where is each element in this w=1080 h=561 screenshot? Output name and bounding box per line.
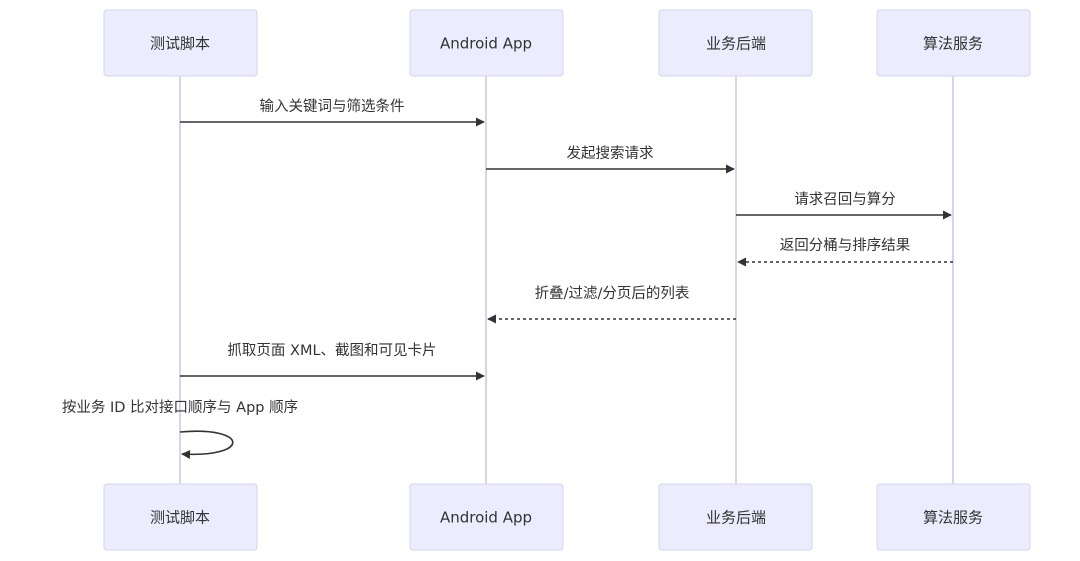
- message-5: 折叠/过滤/分页后的列表: [487, 285, 736, 324]
- actor-label: 业务后端: [706, 509, 766, 527]
- message-label: 按业务 ID 比对接口顺序与 App 顺序: [62, 399, 298, 416]
- actor-label: Android App: [440, 509, 532, 527]
- actor-backend-top: 业务后端: [658, 9, 813, 77]
- message-label: 发起搜索请求: [567, 145, 654, 162]
- message-label: 返回分桶与排序结果: [780, 237, 911, 254]
- actor-label: 算法服务: [923, 509, 983, 527]
- actor-label: 测试脚本: [150, 35, 210, 53]
- actor-label: 业务后端: [706, 35, 766, 53]
- message-4: 返回分桶与排序结果: [737, 237, 953, 267]
- actor-test-script-top: 测试脚本: [103, 9, 258, 77]
- messages: 输入关键词与筛选条件 发起搜索请求 请求召回与算分 返回分桶与排序结果 折叠/过…: [62, 98, 953, 459]
- actor-test-script-bottom: 测试脚本: [103, 483, 258, 551]
- actors-top: 测试脚本 Android App 业务后端 算法服务: [103, 9, 1031, 77]
- message-6: 抓取页面 XML、截图和可见卡片: [180, 342, 485, 381]
- actor-label: 测试脚本: [150, 509, 210, 527]
- message-2: 发起搜索请求: [486, 145, 735, 174]
- actor-label: Android App: [440, 35, 532, 53]
- actor-android-app-top: Android App: [409, 9, 564, 77]
- message-7-self: 按业务 ID 比对接口顺序与 App 顺序: [62, 399, 298, 459]
- message-label: 折叠/过滤/分页后的列表: [535, 285, 690, 302]
- lifelines: [179, 76, 954, 484]
- message-3: 请求召回与算分: [736, 191, 952, 220]
- actor-algo-service-top: 算法服务: [876, 9, 1031, 77]
- message-1: 输入关键词与筛选条件: [180, 98, 485, 127]
- message-label: 请求召回与算分: [794, 191, 896, 208]
- actor-label: 算法服务: [923, 35, 983, 53]
- actor-android-app-bottom: Android App: [409, 483, 564, 551]
- message-label: 抓取页面 XML、截图和可见卡片: [227, 342, 436, 359]
- actor-backend-bottom: 业务后端: [658, 483, 813, 551]
- self-loop-arrow: [179, 430, 234, 459]
- actors-bottom: 测试脚本 Android App 业务后端 算法服务: [103, 483, 1031, 551]
- actor-algo-service-bottom: 算法服务: [876, 483, 1031, 551]
- message-label: 输入关键词与筛选条件: [260, 98, 405, 115]
